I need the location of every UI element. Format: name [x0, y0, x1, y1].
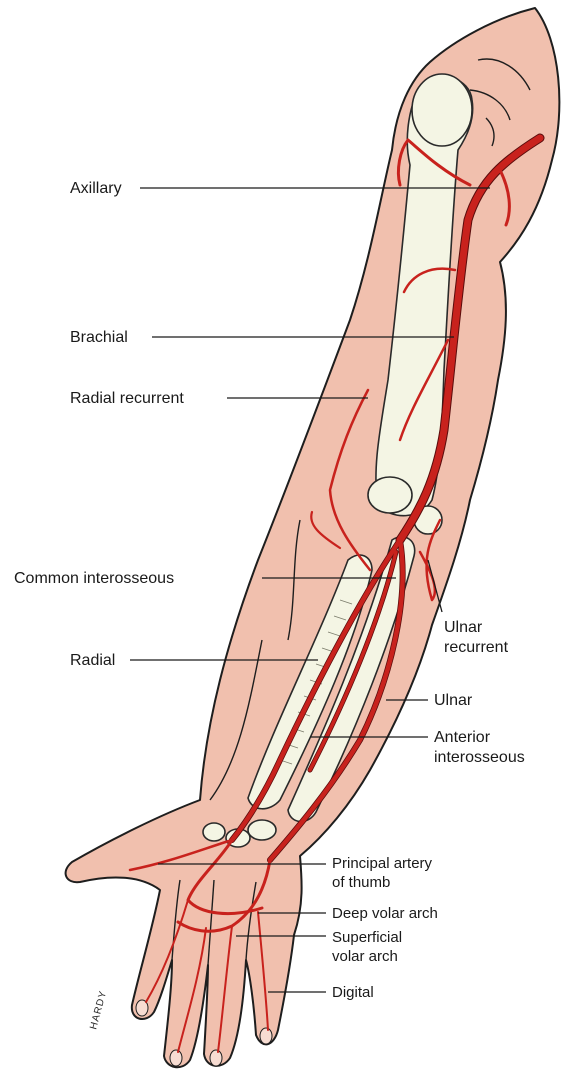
label-anterior-interosseous-line2: interosseous	[434, 749, 525, 766]
artist-signature: HARDY	[88, 989, 109, 1030]
label-anterior-interosseous-line1: Anterior	[434, 729, 491, 746]
arm-skin	[66, 8, 560, 1067]
label-ulnar: Ulnar	[434, 692, 473, 709]
label-superficial-volar-arch-line2: volar arch	[332, 948, 398, 965]
label-brachial: Brachial	[70, 329, 128, 346]
fingernail	[210, 1050, 222, 1066]
label-axillary: Axillary	[70, 180, 122, 197]
label-radial-recurrent: Radial recurrent	[70, 390, 184, 407]
label-principal-artery-line2: of thumb	[332, 874, 390, 891]
label-superficial-volar-arch-line1: Superficial	[332, 929, 402, 946]
label-deep-volar-arch: Deep volar arch	[332, 905, 438, 922]
label-radial: Radial	[70, 652, 115, 669]
label-principal-artery-line1: Principal artery	[332, 855, 433, 872]
label-common-interosseous: Common interosseous	[14, 570, 174, 587]
elbow-joint	[368, 477, 412, 513]
carpal-bone	[203, 823, 225, 841]
label-digital: Digital	[332, 984, 374, 1001]
fingernail	[260, 1028, 272, 1044]
fingernail	[170, 1050, 182, 1066]
arm-illustration	[66, 8, 560, 1067]
carpal-bone	[248, 820, 276, 840]
humeral-head	[412, 74, 472, 146]
label-ulnar-recurrent-line1: Ulnar	[444, 619, 483, 636]
label-ulnar-recurrent-line2: recurrent	[444, 639, 509, 656]
